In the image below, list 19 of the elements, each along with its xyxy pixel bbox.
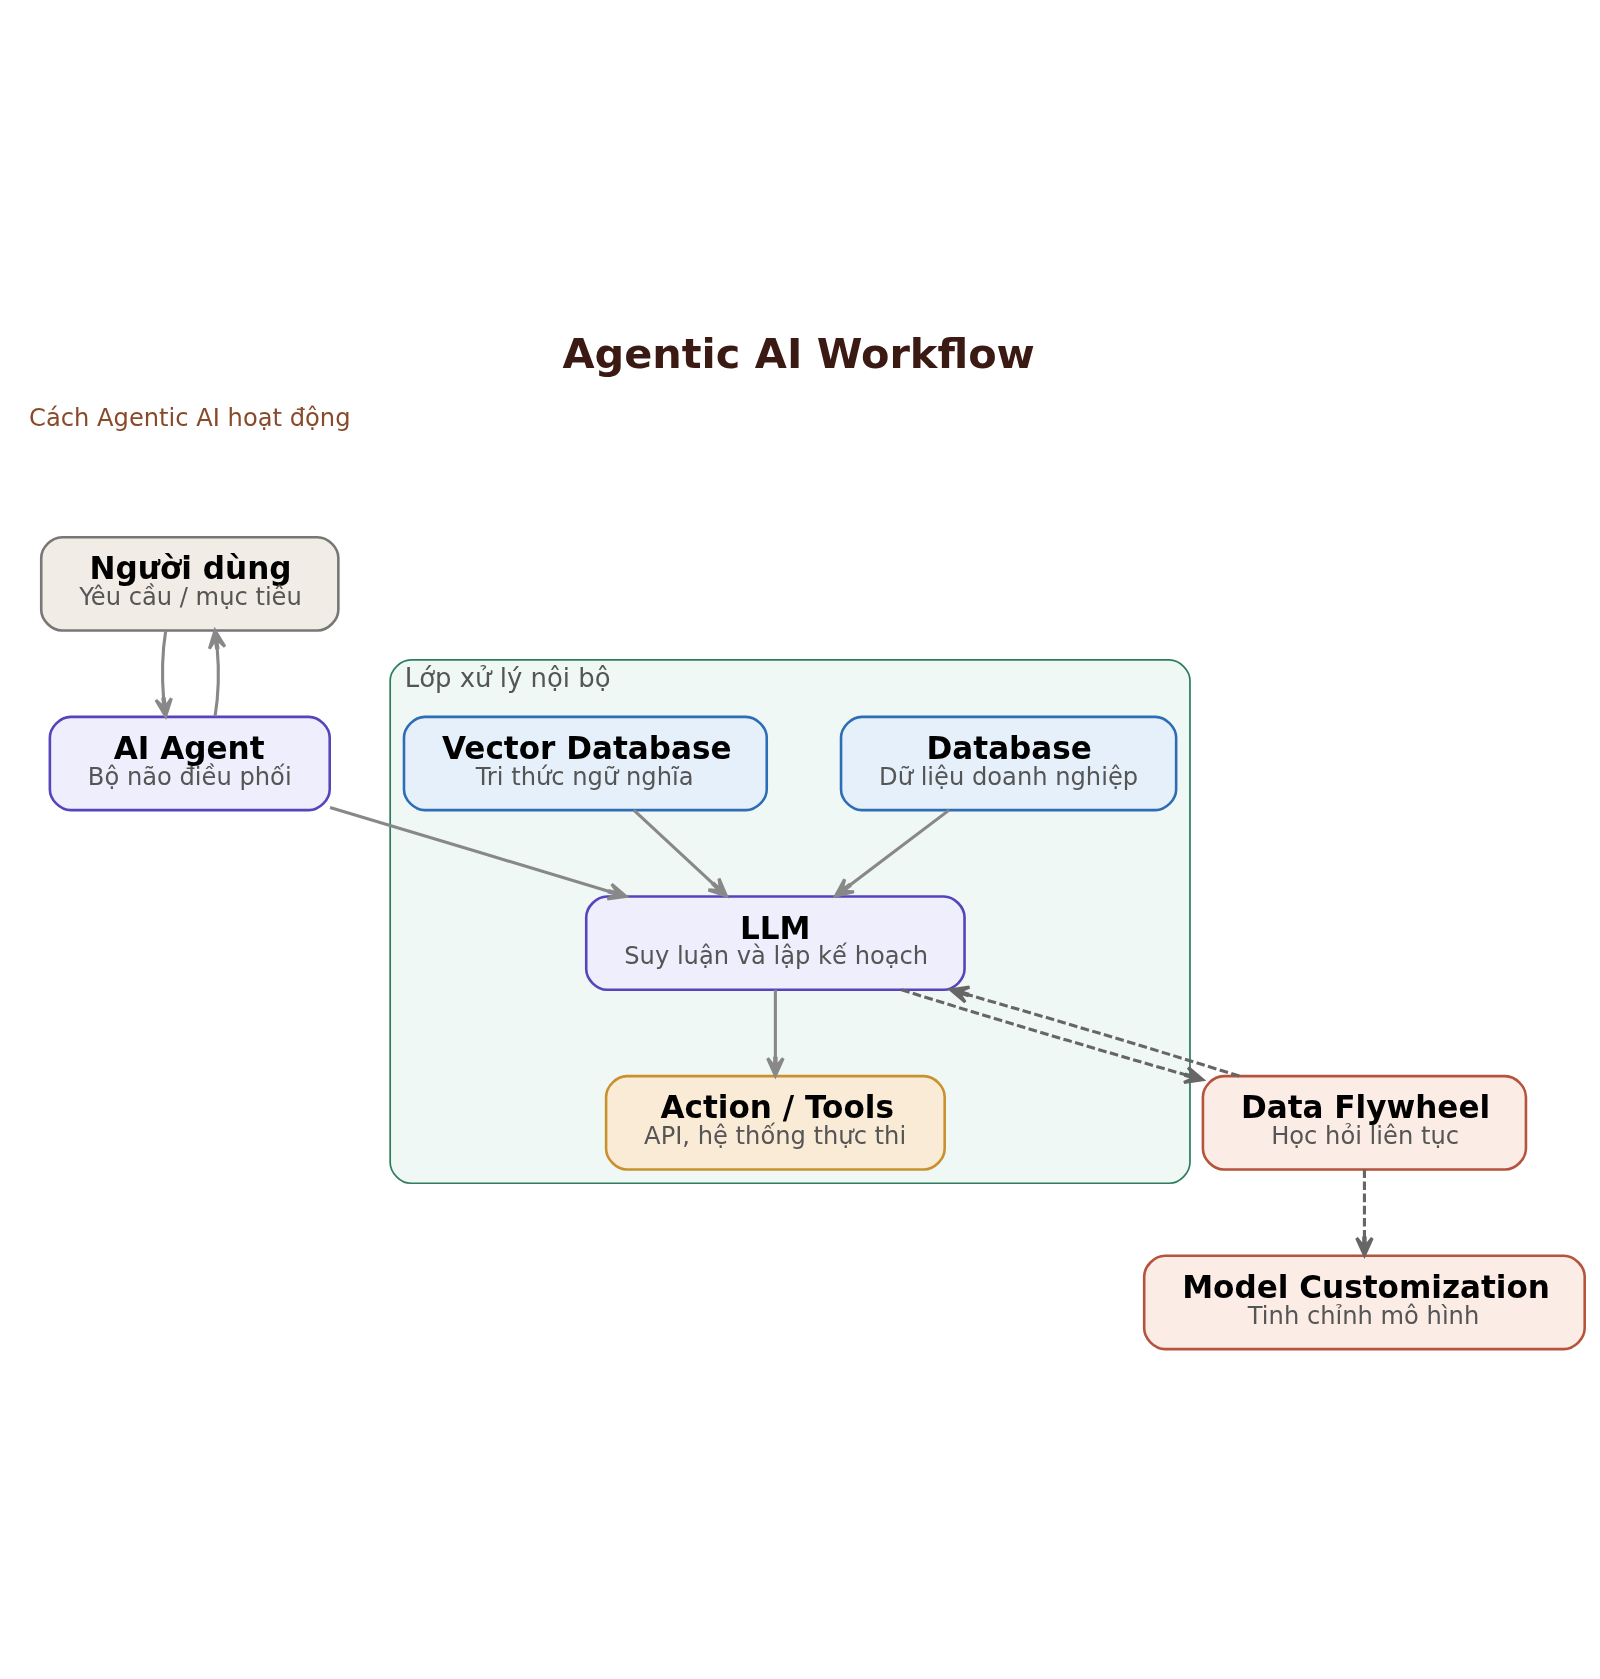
diagram-title: Agentic AI Workflow (562, 330, 1035, 379)
node-box: Vector Database Tri thức ngữ nghĩa (402, 715, 769, 812)
label: Cách Agentic AI hoạt động (29, 404, 351, 433)
node-box: Data Flywheel Học hỏi liên tục (1201, 1074, 1528, 1171)
node-box: LLM Suy luận và lập kế hoạch (584, 895, 966, 992)
arrow (329, 805, 628, 901)
arrow (949, 985, 1240, 1078)
arrow (632, 809, 728, 898)
arrow (901, 988, 1205, 1084)
arrow (766, 989, 785, 1078)
arrow (833, 808, 951, 898)
node-box: Database Dữ liệu doanh nghiệp (839, 715, 1178, 812)
arrow (207, 628, 227, 717)
node-box: Model Customization Tinh chỉnh mô hình (1142, 1254, 1586, 1351)
node-box: Người dùng Yêu cầu / mục tiêu (39, 535, 340, 632)
arrow (1355, 1169, 1374, 1257)
node-box: Action / Tools API, hệ thống thực thi (604, 1074, 946, 1171)
arrow (154, 630, 173, 718)
node-box: AI Agent Bộ não điều phối (48, 715, 331, 812)
